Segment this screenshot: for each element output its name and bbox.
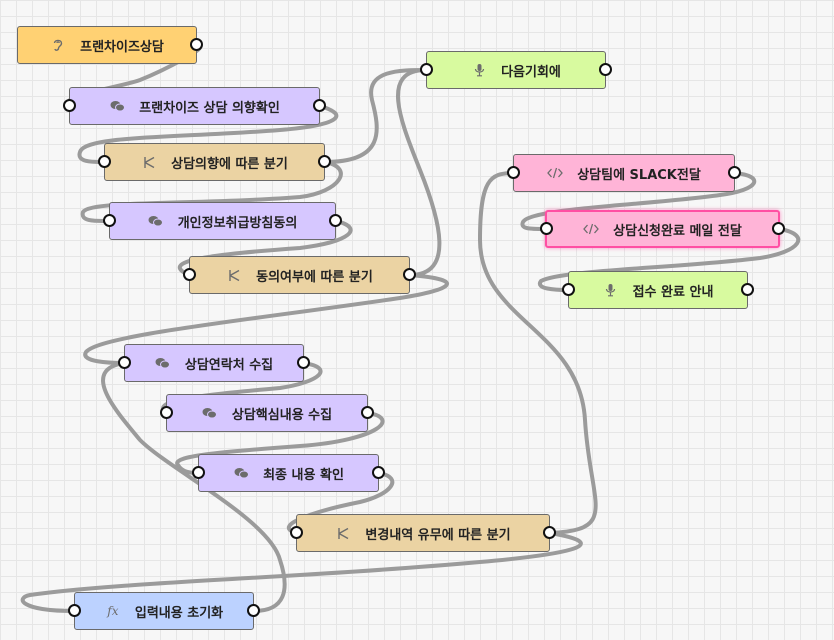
node-label: 프랜차이즈 상담 의향확인 [139,100,280,116]
microphone-icon [603,282,619,298]
node-label: 상담팀에 SLACK전달 [577,167,701,183]
node-privacy-consent[interactable]: 개인정보취급방침동의 [103,202,342,240]
chat-bubble-icon [155,355,171,371]
node-final-confirm[interactable]: 최종 내용 확인 [192,454,385,492]
node-consent-branch[interactable]: 동의여부에 따른 분기 [183,256,416,294]
node-slack-send[interactable]: 상담팀에 SLACK전달 [507,154,741,192]
output-port[interactable] [361,406,374,419]
node-label: 상담신청완료 메일 전달 [613,223,742,239]
node-label: 프랜차이즈상담 [80,39,164,55]
ear-icon [50,37,66,53]
output-port[interactable] [543,526,556,539]
input-port[interactable] [118,356,131,369]
node-label: 상담핵심내용 수집 [231,407,333,423]
edge-privacy-consent-to-consent-branch [177,219,353,277]
node-label: 동의여부에 따른 분기 [256,269,373,285]
node-label: 다음기회에 [501,64,561,80]
node-label: 상담연락처 수집 [184,357,274,373]
edge-consent-branch-to-contact-collect [83,273,449,365]
code-icon [583,221,600,237]
node-label: 개인정보취급방침동의 [177,215,298,231]
node-mail-send[interactable]: 상담신청완료 메일 전달 [540,210,785,248]
output-port[interactable] [297,356,310,369]
output-port[interactable] [728,166,741,179]
node-label: 최종 내용 확인 [263,467,344,483]
edge-change-branch-to-slack-send [477,171,598,535]
edge-mail-send-to-receipt-notice [537,227,801,292]
edge-change-branch-to-reset-input [20,531,583,613]
input-port[interactable] [420,63,433,76]
edge-intent-branch-to-next-time [323,68,428,164]
input-port[interactable] [562,283,575,296]
output-port[interactable] [318,155,331,168]
input-port[interactable] [63,99,76,112]
output-port[interactable] [403,268,416,281]
input-port[interactable] [183,268,196,281]
input-port[interactable] [540,222,553,235]
output-port[interactable] [247,604,260,617]
chat-bubble-icon [233,465,249,481]
output-port[interactable] [741,283,754,296]
input-port[interactable] [192,466,205,479]
node-content-collect[interactable]: 상담핵심내용 수집 [160,394,374,432]
edge-intent-check-to-intent-branch [77,104,339,165]
node-change-branch[interactable]: 변경내역 유무에 따른 분기 [290,514,556,552]
function-icon: fx [107,604,119,618]
output-port[interactable] [329,214,342,227]
branch-icon [226,267,242,283]
chat-bubble-icon [109,98,125,114]
input-port[interactable] [98,155,111,168]
output-port[interactable] [190,38,203,51]
input-port[interactable] [507,166,520,179]
edge-content-collect-to-final-confirm [175,411,385,475]
chat-bubble-icon [148,213,164,229]
edge-consent-branch-to-next-time [395,68,442,277]
output-port[interactable] [372,466,385,479]
input-port[interactable] [68,604,81,617]
node-label: 입력내용 초기화 [134,605,224,621]
node-contact-collect[interactable]: 상담연락처 수집 [118,344,310,382]
code-icon [547,165,564,181]
branch-icon [141,154,157,170]
node-receipt-notice[interactable]: 접수 완료 안내 [562,271,754,309]
output-port[interactable] [599,63,612,76]
node-intent-branch[interactable]: 상담의향에 따른 분기 [98,143,331,181]
node-intent-check[interactable]: 프랜차이즈 상담 의향확인 [63,87,326,125]
node-reset-input[interactable]: fx 입력내용 초기화 [68,592,260,630]
node-label: 접수 완료 안내 [632,284,714,300]
node-label: 변경내역 유무에 따른 분기 [365,527,511,543]
node-next-time[interactable]: 다음기회에 [420,51,612,89]
output-port[interactable] [772,222,785,235]
branch-icon [335,525,351,541]
output-port[interactable] [313,99,326,112]
chat-bubble-icon [202,405,218,421]
edge-final-confirm-to-change-branch [286,471,395,535]
node-franchise-consult[interactable]: 프랜차이즈상담 [17,26,203,64]
edge-slack-send-to-mail-send [520,171,757,231]
node-label: 상담의향에 따른 분기 [171,156,288,172]
microphone-icon [471,62,487,78]
input-port[interactable] [103,214,116,227]
input-port[interactable] [160,406,173,419]
input-port[interactable] [290,526,303,539]
